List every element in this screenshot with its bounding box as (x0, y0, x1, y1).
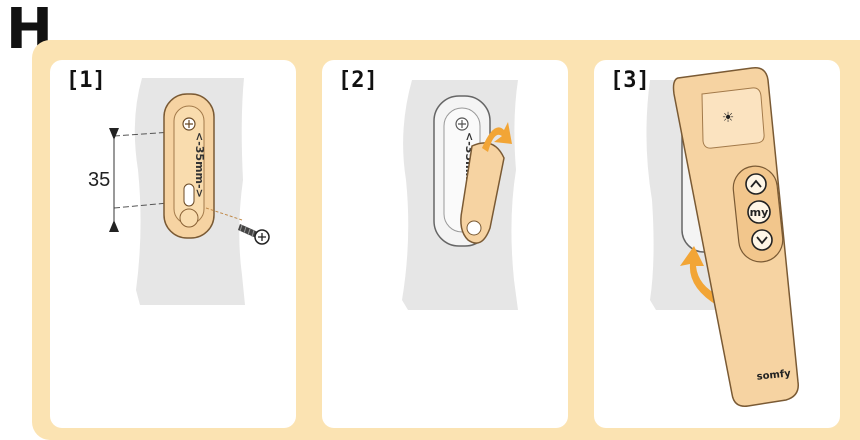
dimension-label: 35 (88, 169, 110, 191)
step-3-panel: [3] ☀ my somfy (594, 60, 840, 428)
step-1-panel: [1] 35 <-35mm-> (50, 60, 296, 428)
screw-icon (238, 224, 269, 244)
step-1-label: [1] (66, 68, 106, 93)
dimension-arrow-bottom (109, 220, 119, 232)
step-2-label: [2] (338, 68, 378, 93)
my-button: my (748, 201, 770, 223)
down-button-icon (752, 230, 772, 250)
svg-text:my: my (750, 206, 769, 219)
slot-marking: <-35mm-> (193, 132, 206, 198)
step-3-label: [3] (610, 68, 650, 93)
dimension-arrow-top (109, 128, 119, 140)
sun-icon: ☀ (722, 110, 735, 126)
step-1-illustration: 35 <-35mm-> (50, 60, 296, 428)
up-button-icon (746, 174, 766, 194)
step-2-panel: [2] <-35mm-> (322, 60, 568, 428)
step-2-illustration: <-35mm-> (322, 60, 568, 428)
step-3-illustration: ☀ my somfy (594, 60, 840, 428)
screw-slot (184, 184, 194, 206)
